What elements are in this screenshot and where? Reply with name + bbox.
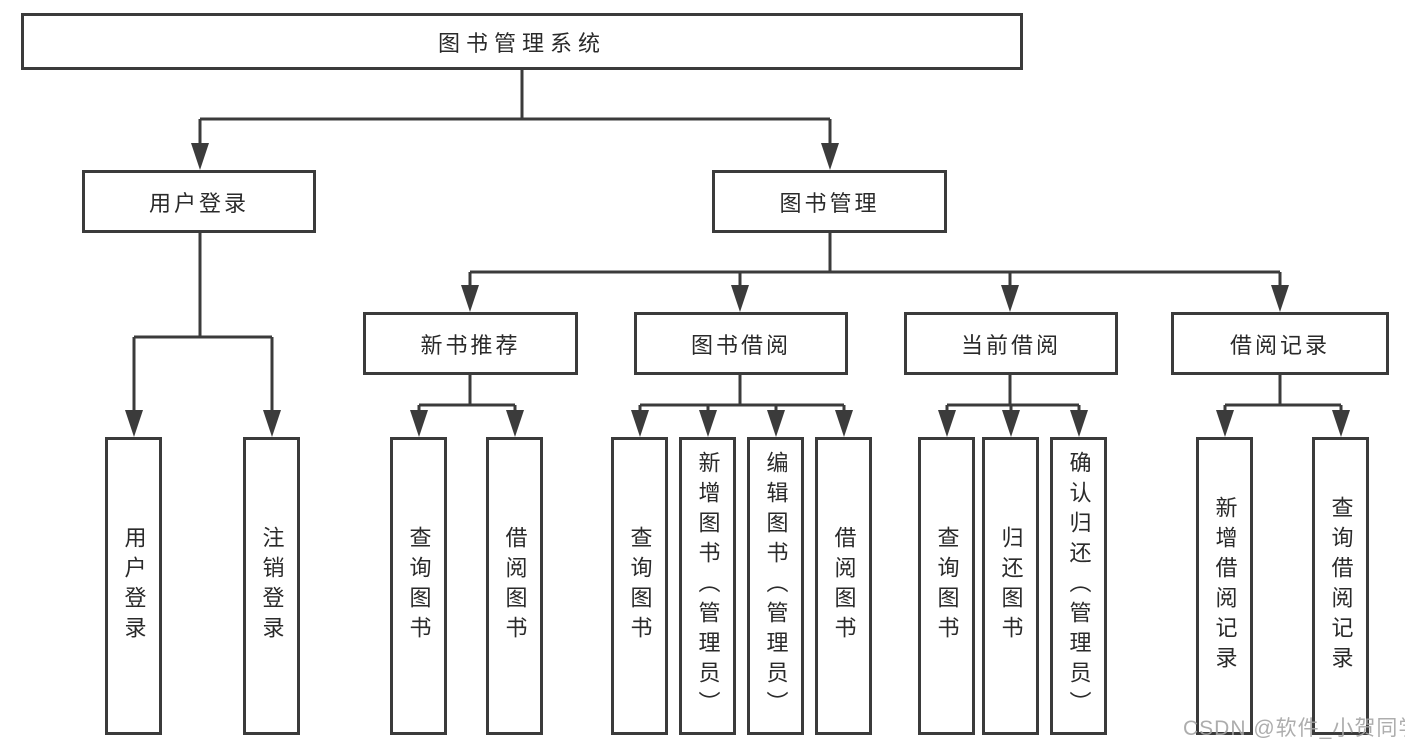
leaf-borrow-add-book: 新增图书（管理员） <box>679 437 736 735</box>
leaf-newrec-query-book-label: 查询图书 <box>406 526 432 646</box>
leaf-user-login-label: 用户登录 <box>121 526 147 646</box>
leaf-borrow-borrow-book-label: 借阅图书 <box>831 526 857 646</box>
leaf-current-return-book: 归还图书 <box>982 437 1039 735</box>
leaf-current-return-book-label: 归还图书 <box>998 526 1024 646</box>
leaf-borrow-add-book-label: 新增图书（管理员） <box>695 451 721 721</box>
node-new-book-recommend: 新书推荐 <box>363 312 578 375</box>
leaf-user-login: 用户登录 <box>105 437 162 735</box>
leaf-current-confirm-return: 确认归还（管理员） <box>1050 437 1107 735</box>
leaf-logout-login-label: 注销登录 <box>259 526 285 646</box>
leaf-borrow-query-book-label: 查询图书 <box>627 526 653 646</box>
leaf-newrec-borrow-book: 借阅图书 <box>486 437 543 735</box>
leaf-records-add-record-label: 新增借阅记录 <box>1212 496 1238 676</box>
leaf-borrow-edit-book-label: 编辑图书（管理员） <box>763 451 789 721</box>
csdn-watermark: CSDN @软件_小贺同学 <box>1183 717 1405 740</box>
node-root: 图书管理系统 <box>21 13 1023 70</box>
leaf-newrec-query-book: 查询图书 <box>390 437 447 735</box>
leaf-current-confirm-return-label: 确认归还（管理员） <box>1066 451 1092 721</box>
leaf-borrow-query-book: 查询图书 <box>611 437 668 735</box>
node-root-label: 图书管理系统 <box>437 30 606 56</box>
node-borrow-records-label: 借阅记录 <box>1229 332 1330 358</box>
leaf-current-query-book: 查询图书 <box>918 437 975 735</box>
leaf-records-add-record: 新增借阅记录 <box>1196 437 1253 735</box>
node-book-management-label: 图书管理 <box>779 190 880 216</box>
node-book-borrow-label: 图书借阅 <box>690 332 791 358</box>
node-book-borrow: 图书借阅 <box>634 312 848 375</box>
leaf-logout-login: 注销登录 <box>243 437 300 735</box>
node-new-book-recommend-label: 新书推荐 <box>420 332 521 358</box>
node-current-borrow: 当前借阅 <box>904 312 1118 375</box>
node-user-login: 用户登录 <box>82 170 316 233</box>
leaf-records-query-record: 查询借阅记录 <box>1312 437 1369 735</box>
leaf-current-query-book-label: 查询图书 <box>934 526 960 646</box>
node-current-borrow-label: 当前借阅 <box>960 332 1061 358</box>
leaf-borrow-edit-book: 编辑图书（管理员） <box>747 437 804 735</box>
node-borrow-records: 借阅记录 <box>1171 312 1389 375</box>
node-user-login-label: 用户登录 <box>148 190 249 216</box>
node-book-management: 图书管理 <box>712 170 947 233</box>
leaf-borrow-borrow-book: 借阅图书 <box>815 437 872 735</box>
leaf-newrec-borrow-book-label: 借阅图书 <box>502 526 528 646</box>
leaf-records-query-record-label: 查询借阅记录 <box>1328 496 1354 676</box>
